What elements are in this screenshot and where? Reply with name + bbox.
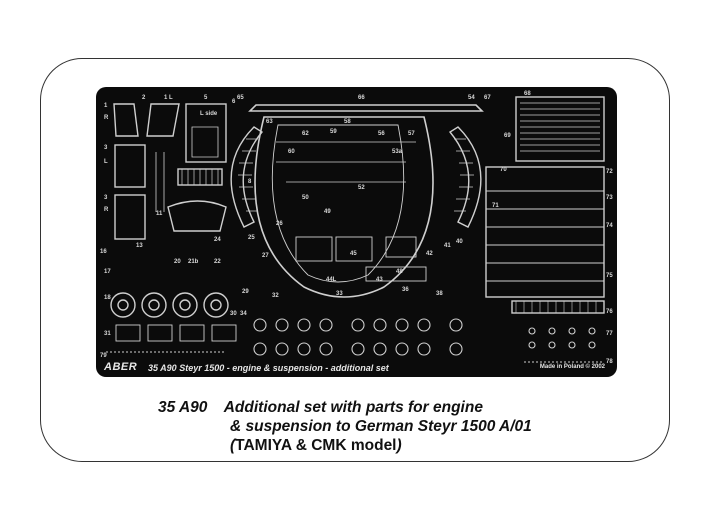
product-code: 35 A90 bbox=[158, 399, 208, 416]
svg-text:3: 3 bbox=[104, 145, 108, 151]
svg-text:54: 54 bbox=[468, 95, 475, 101]
svg-text:2: 2 bbox=[142, 95, 146, 101]
fret-caption: 35 A90 Steyr 1500 - engine & suspension … bbox=[148, 363, 389, 373]
svg-text:38: 38 bbox=[436, 291, 443, 297]
svg-text:70: 70 bbox=[500, 167, 507, 173]
made-in-label: Made in Poland © 2002 bbox=[539, 364, 605, 370]
svg-text:8: 8 bbox=[248, 179, 252, 185]
svg-text:53a: 53a bbox=[392, 149, 403, 155]
svg-text:56: 56 bbox=[378, 131, 385, 137]
hood-panel-parts bbox=[113, 103, 227, 240]
caption-line-2: & suspension to German Steyr 1500 A/01 bbox=[230, 418, 532, 435]
svg-text:67: 67 bbox=[484, 95, 491, 101]
svg-text:75: 75 bbox=[606, 273, 613, 279]
svg-text:58: 58 bbox=[344, 119, 351, 125]
svg-text:44L: 44L bbox=[326, 277, 337, 283]
svg-text:26: 26 bbox=[276, 221, 283, 227]
svg-text:69: 69 bbox=[504, 133, 511, 139]
svg-text:6: 6 bbox=[232, 99, 236, 105]
svg-text:62: 62 bbox=[302, 131, 309, 137]
leaf-spring-left bbox=[230, 126, 264, 228]
svg-text:79: 79 bbox=[100, 353, 107, 359]
svg-text:68: 68 bbox=[524, 91, 531, 97]
svg-text:17: 17 bbox=[104, 269, 111, 275]
caption-line-3: TAMIYA & CMK model bbox=[235, 437, 397, 454]
svg-text:43: 43 bbox=[376, 277, 383, 283]
svg-text:71: 71 bbox=[492, 203, 499, 209]
caption-line-1: Additional set with parts for engine bbox=[223, 399, 483, 416]
product-caption: 35 A90 Additional set with parts for eng… bbox=[158, 398, 532, 455]
svg-text:50: 50 bbox=[302, 195, 309, 201]
svg-text:16: 16 bbox=[100, 249, 107, 255]
svg-text:1: 1 bbox=[104, 103, 108, 109]
svg-text:60: 60 bbox=[288, 149, 295, 155]
svg-text:R: R bbox=[104, 115, 109, 121]
svg-text:32: 32 bbox=[272, 293, 279, 299]
svg-text:27: 27 bbox=[262, 253, 269, 259]
svg-text:24: 24 bbox=[214, 237, 221, 243]
svg-text:40: 40 bbox=[456, 239, 463, 245]
floor-panels bbox=[485, 96, 605, 314]
svg-text:49: 49 bbox=[324, 209, 331, 215]
svg-text:21b: 21b bbox=[188, 259, 199, 265]
svg-text:34: 34 bbox=[240, 311, 247, 317]
svg-text:36: 36 bbox=[402, 287, 409, 293]
svg-text:R: R bbox=[104, 207, 109, 213]
wheel-rings bbox=[110, 292, 229, 318]
svg-text:33: 33 bbox=[336, 291, 343, 297]
brand-logo: ABER bbox=[104, 361, 138, 373]
svg-text:11: 11 bbox=[156, 211, 163, 217]
svg-text:52: 52 bbox=[358, 185, 365, 191]
leaf-spring-right bbox=[448, 126, 482, 228]
svg-text:41: 41 bbox=[444, 243, 451, 249]
svg-text:66: 66 bbox=[358, 95, 365, 101]
svg-text:77: 77 bbox=[606, 331, 613, 337]
chassis-frame bbox=[248, 104, 484, 298]
caption-paren-open: ( bbox=[230, 437, 236, 454]
svg-text:73: 73 bbox=[606, 195, 613, 201]
svg-text:72: 72 bbox=[606, 169, 613, 175]
svg-text:59: 59 bbox=[330, 129, 337, 135]
bolt-discs bbox=[253, 318, 596, 356]
svg-text:74: 74 bbox=[606, 223, 613, 229]
svg-text:78: 78 bbox=[606, 359, 613, 365]
svg-text:42: 42 bbox=[426, 251, 433, 257]
svg-text:76: 76 bbox=[606, 309, 613, 315]
svg-text:63: 63 bbox=[266, 119, 273, 125]
svg-text:18: 18 bbox=[104, 295, 111, 301]
svg-text:29: 29 bbox=[242, 289, 249, 295]
svg-text:45: 45 bbox=[350, 251, 357, 257]
svg-text:22: 22 bbox=[214, 259, 221, 265]
svg-text:L side: L side bbox=[200, 111, 218, 117]
grille-part bbox=[167, 168, 227, 232]
small-brackets bbox=[106, 236, 604, 363]
svg-text:5: 5 bbox=[204, 95, 208, 101]
caption-paren-close: ) bbox=[396, 437, 402, 454]
svg-text:31: 31 bbox=[104, 331, 111, 337]
svg-text:13: 13 bbox=[136, 243, 143, 249]
svg-text:1 L: 1 L bbox=[164, 95, 173, 101]
svg-text:30: 30 bbox=[230, 311, 237, 317]
svg-text:3: 3 bbox=[104, 195, 108, 201]
svg-text:L: L bbox=[104, 159, 108, 165]
svg-text:57: 57 bbox=[408, 131, 415, 137]
svg-text:65: 65 bbox=[237, 95, 244, 101]
svg-text:20: 20 bbox=[174, 259, 181, 265]
svg-text:48: 48 bbox=[396, 269, 403, 275]
svg-text:25: 25 bbox=[248, 235, 255, 241]
